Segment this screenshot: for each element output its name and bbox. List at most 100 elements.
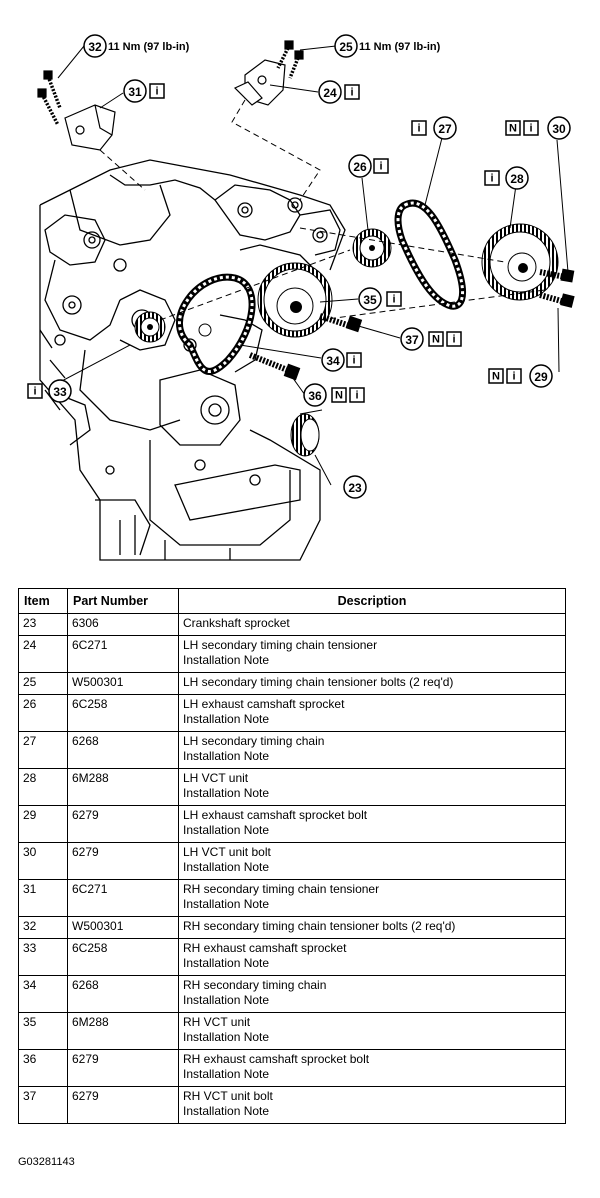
table-row: 24 6C271 LH secondary timing chain tensi…	[18, 635, 566, 673]
column-header-description: Description	[178, 588, 566, 614]
item-cell: 23	[18, 613, 68, 636]
column-header-part-number: Part Number	[67, 588, 179, 614]
part-number-cell: 6C258	[67, 938, 179, 976]
description-text: RH secondary timing chain	[183, 978, 327, 992]
description-text: RH secondary timing chain tensioner bolt…	[183, 919, 456, 933]
installation-note-link[interactable]: Installation Note	[183, 1067, 270, 1081]
installation-note-link[interactable]: Installation Note	[183, 897, 270, 911]
description-text: LH secondary timing chain tensioner	[183, 638, 378, 652]
description-cell: Crankshaft sprocket	[178, 613, 566, 636]
description-text: LH VCT unit bolt	[183, 845, 271, 859]
installation-note-link[interactable]: Installation Note	[183, 823, 270, 837]
new-part-icon: N	[335, 390, 343, 402]
item-cell: 32	[18, 916, 68, 939]
part-number-cell: 6279	[67, 1086, 179, 1124]
new-part-icon: N	[432, 334, 440, 346]
part-number-cell: 6268	[67, 731, 179, 769]
callout-28: 28	[510, 172, 524, 186]
part-number-cell: 6C271	[67, 879, 179, 917]
lh-tensioner-drawing	[233, 40, 304, 106]
rh-secondary-timing-chain-drawing	[175, 273, 256, 375]
rh-exhaust-camshaft-sprocket-drawing	[134, 311, 166, 343]
lh-secondary-timing-chain-drawing	[394, 199, 467, 310]
torque-spec-32: 11 Nm (97 lb-in)	[108, 41, 190, 53]
new-part-icon: N	[509, 123, 517, 135]
info-icon: i	[392, 294, 395, 306]
info-icon: i	[490, 173, 493, 185]
parts-table: Item Part Number Description 23 6306 Cra…	[18, 588, 566, 1124]
item-cell: 37	[18, 1086, 68, 1124]
description-cell: LH secondary timing chain tensioner bolt…	[178, 672, 566, 695]
callout-23: 23	[348, 481, 362, 495]
part-number-cell: 6C271	[67, 635, 179, 673]
description-text: LH exhaust camshaft sprocket bolt	[183, 808, 368, 822]
part-number-cell: 6268	[67, 975, 179, 1013]
installation-note-link[interactable]: Installation Note	[183, 1104, 270, 1118]
lh-exhaust-camshaft-sprocket-drawing	[352, 228, 392, 268]
description-text: RH exhaust camshaft sprocket bolt	[183, 1052, 370, 1066]
item-cell: 30	[18, 842, 68, 880]
description-text: RH VCT unit bolt	[183, 1089, 273, 1103]
lh-vct-unit-drawing	[481, 223, 559, 301]
callout-35: 35	[363, 293, 377, 307]
callout-27: 27	[438, 122, 452, 136]
callout-circles	[48, 34, 571, 499]
table-row: 32 W500301 RH secondary timing chain ten…	[18, 916, 566, 939]
installation-note-link[interactable]: Installation Note	[183, 956, 270, 970]
installation-note-link[interactable]: Installation Note	[183, 860, 270, 874]
info-icon: i	[529, 123, 532, 135]
installation-note-link[interactable]: Installation Note	[183, 653, 270, 667]
info-icon: i	[155, 86, 158, 98]
info-icon: i	[417, 123, 420, 135]
callout-30: 30	[552, 122, 566, 136]
table-row: 23 6306 Crankshaft sprocket	[18, 613, 566, 636]
installation-note-link[interactable]: Installation Note	[183, 993, 270, 1007]
rh-vct-unit-drawing	[257, 262, 333, 338]
table-header-row: Item Part Number Description	[18, 588, 566, 614]
installation-note-link[interactable]: Installation Note	[183, 749, 270, 763]
column-header-item: Item	[18, 588, 68, 614]
torque-spec-25: 11 Nm (97 lb-in)	[359, 41, 441, 53]
item-cell: 25	[18, 672, 68, 695]
table-row: 36 6279 RH exhaust camshaft sprocket bol…	[18, 1049, 566, 1087]
item-cell: 34	[18, 975, 68, 1013]
installation-note-link[interactable]: Installation Note	[183, 712, 270, 726]
rh-camshaft-bolts-drawing	[248, 313, 363, 381]
part-number-cell: 6M288	[67, 1012, 179, 1050]
installation-note-link[interactable]: Installation Note	[183, 1030, 270, 1044]
installation-note-link[interactable]: Installation Note	[183, 786, 270, 800]
info-icon: i	[355, 390, 358, 402]
callout-33: 33	[53, 385, 67, 399]
item-cell: 35	[18, 1012, 68, 1050]
info-icon: i	[379, 161, 382, 173]
part-number-cell: 6M288	[67, 768, 179, 806]
item-cell: 27	[18, 731, 68, 769]
item-cell: 36	[18, 1049, 68, 1087]
callout-31: 31	[128, 85, 142, 99]
callout-26: 26	[353, 160, 367, 174]
part-number-cell: W500301	[67, 916, 179, 939]
item-cell: 29	[18, 805, 68, 843]
engine-block-drawing	[39, 159, 346, 561]
callout-25: 25	[339, 40, 353, 54]
info-icon: i	[512, 371, 515, 383]
new-part-icon: N	[492, 371, 500, 383]
part-number-cell: 6C258	[67, 694, 179, 732]
table-row: 25 W500301 LH secondary timing chain ten…	[18, 672, 566, 695]
part-number-cell: 6279	[67, 805, 179, 843]
description-text: RH exhaust camshaft sprocket	[183, 941, 347, 955]
callout-24: 24	[323, 86, 337, 100]
